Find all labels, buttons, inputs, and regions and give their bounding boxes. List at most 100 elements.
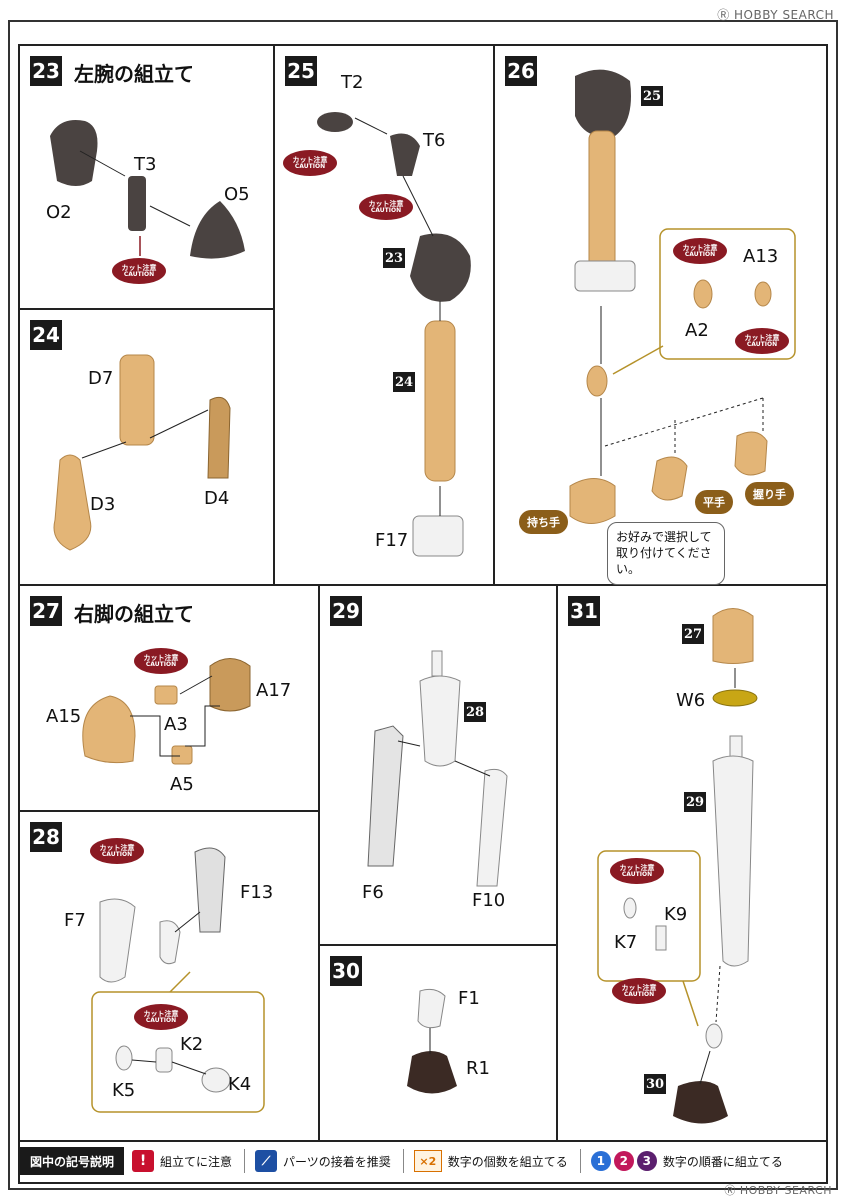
step-reference: 23 [383,248,405,268]
order-circle-icon: 1 [590,1151,611,1171]
step-26-illustration [569,69,796,524]
order-circle-icon: 2 [613,1151,634,1171]
step-number: 23 [30,56,62,86]
step-29-panel: 29 28 F6 F10 [320,586,558,946]
part-label: T3 [134,154,157,175]
step-title: 右脚の組立て [74,602,194,626]
step-30-illustration [407,988,457,1094]
legend-item-caution: ! 組立てに注意 [132,1150,232,1172]
step-25-illustration [317,112,471,557]
step-number: 27 [30,596,62,626]
step-reference: 29 [684,792,706,812]
step-number: 29 [330,596,362,626]
part-label: K4 [228,1074,252,1095]
hand-option-flat: 平手 [695,490,733,514]
warning-icon: ! [132,1150,155,1172]
step-reference: 27 [682,624,704,644]
divider [402,1149,404,1173]
part-label: A13 [743,246,779,267]
part-label: F1 [458,988,480,1009]
step-number: 30 [330,956,362,986]
watermark: Ⓡ HOBBY SEARCH [717,8,834,22]
step-reference: 25 [641,86,663,106]
part-label: A2 [685,320,709,341]
legend-item-glue: ⟋ パーツの接着を推奨 [255,1150,391,1172]
part-label: A15 [46,706,82,727]
step-number: 31 [568,596,600,626]
part-label: A3 [164,714,188,735]
part-label: F17 [375,530,409,551]
multiply-icon: ×2 [413,1150,442,1172]
part-label: R1 [466,1058,490,1079]
step-23-illustration [50,120,245,259]
part-label: O2 [46,202,72,223]
step-reference: 30 [644,1074,666,1094]
legend-label: 数字の順番に組立てる [662,1154,783,1169]
step-24-panel: 24 D7 D3 D4 [20,310,275,586]
step-title: 左腕の組立て [74,62,194,86]
legend-label: 数字の個数を組立てる [447,1154,568,1169]
legend-item-order: 1 2 3 数字の順番に組立てる [590,1151,783,1171]
hand-option-holding: 持ち手 [519,510,568,534]
step-number: 26 [505,56,537,86]
step-number: 24 [30,320,62,350]
legend-title: 図中の記号説明 [20,1147,125,1175]
part-label: W6 [676,690,706,711]
part-label: D4 [204,488,230,509]
divider [579,1149,581,1173]
part-label: K2 [180,1034,204,1055]
part-label: T2 [341,72,364,93]
step-number: 25 [285,56,317,86]
legend-label: パーツの接着を推奨 [283,1154,391,1169]
part-label: A5 [170,774,194,795]
step-reference: 24 [393,372,415,392]
step-31-illustration [597,608,758,1124]
watermark: Ⓡ HOBBY SEARCH [724,1184,832,1197]
legend-item-multiple: ×2 数字の個数を組立てる [413,1150,568,1172]
part-label: K7 [614,932,638,953]
part-label: K9 [664,904,688,925]
part-label: T6 [423,130,446,151]
part-label: F6 [362,882,384,903]
step-24-illustration [53,354,231,551]
part-label: F13 [240,882,274,903]
outer-frame [8,20,838,1190]
step-reference: 28 [464,702,486,722]
part-label: F7 [64,910,86,931]
step-30-panel: 30 F1 R1 [320,946,558,1142]
step-28-illustration [91,847,265,1113]
symbol-legend: 図中の記号説明 ! 組立てに注意 ⟋ パーツの接着を推奨 ×2 数字の個数を組立… [20,1144,828,1178]
glue-icon: ⟋ [255,1150,278,1172]
part-label: K5 [112,1080,136,1101]
hand-option-fist: 握り手 [745,482,794,506]
step-29-illustration [367,650,508,887]
part-label: F10 [472,890,506,911]
step-27-illustration [82,658,251,765]
part-label: O5 [224,184,250,205]
legend-label: 組立てに注意 [160,1154,233,1169]
step-number: 28 [30,822,62,852]
part-label: A17 [256,680,292,701]
selection-note: お好みで選択して 取り付けてください。 [607,522,725,585]
divider [244,1149,246,1173]
part-label: D7 [88,368,114,389]
order-circle-icon: 3 [636,1151,657,1171]
part-label: D3 [90,494,116,515]
